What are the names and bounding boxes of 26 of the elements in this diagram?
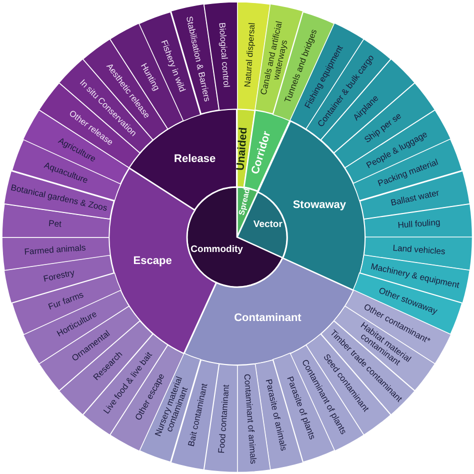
segment-label: Farmed animals xyxy=(23,242,88,258)
segment-label: Vector xyxy=(253,220,282,230)
segment-label: Botanical gardens & Zoos xyxy=(9,183,109,214)
segment-label: Commodity xyxy=(190,244,243,255)
segment-label: Fur farms xyxy=(46,288,86,312)
segment-label: Escape xyxy=(133,256,172,268)
segment-label: Hull fouling xyxy=(396,216,442,232)
segment-label: Pet xyxy=(48,217,64,231)
segment-label: Bait contaminant xyxy=(186,381,210,450)
segment-label: Contaminant xyxy=(234,314,302,326)
segment-label: Stowaway xyxy=(292,200,346,212)
segment-label: Spread xyxy=(238,188,252,216)
sunburst-segment xyxy=(364,204,472,237)
segment-label: Natural dispersal xyxy=(242,22,258,90)
segment-label: Contaminant of animals xyxy=(242,372,258,466)
segment-label: Release xyxy=(174,154,216,166)
segment-label: Corridor xyxy=(250,130,274,176)
segment-label: Ballast water xyxy=(388,186,441,210)
segment-label: Parasite of animals xyxy=(262,378,289,454)
segment-label: Forestry xyxy=(42,266,76,286)
sunburst-segment xyxy=(2,237,110,270)
segment-label: Land vehicles xyxy=(390,242,446,258)
segment-label: Unaided xyxy=(236,127,251,172)
sunburst-segment xyxy=(187,187,282,287)
segment-label: Biological control xyxy=(216,22,232,90)
segment-label: Food contaminant xyxy=(216,382,232,456)
